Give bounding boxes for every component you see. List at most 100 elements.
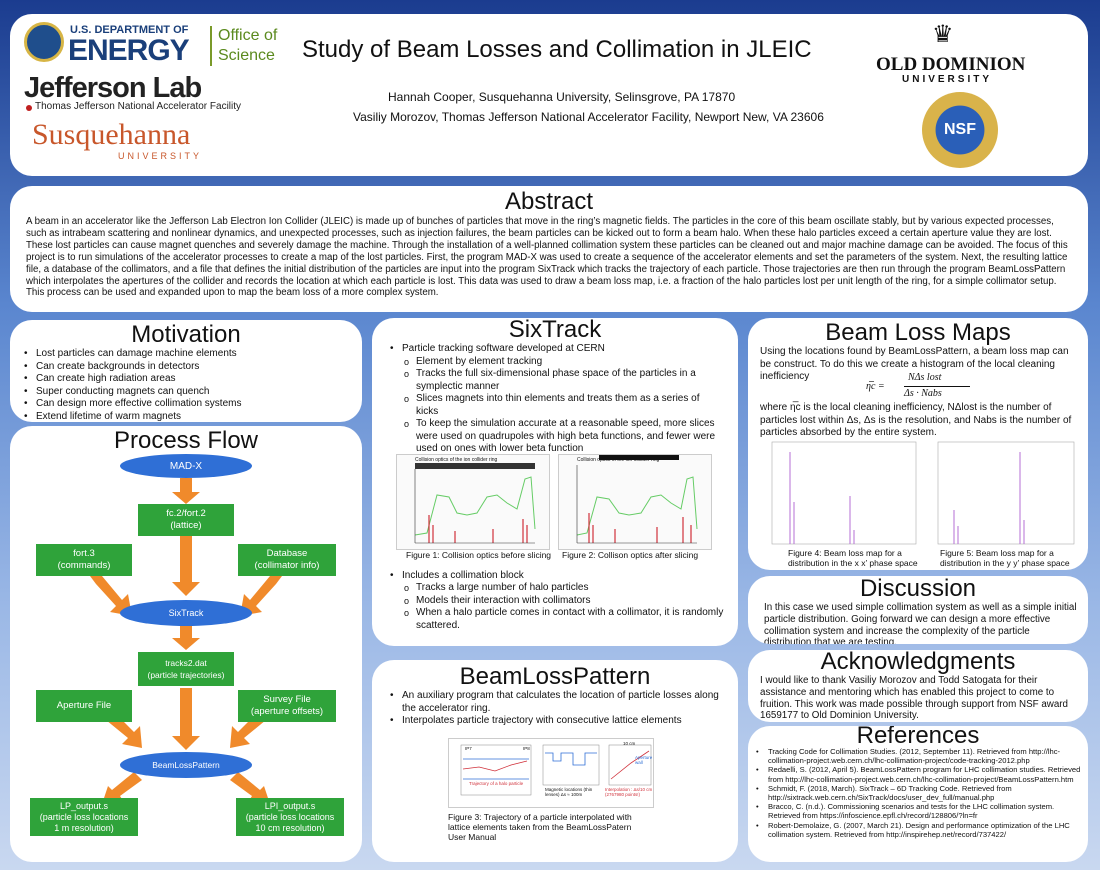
figure-4-loss-map-x xyxy=(762,440,920,546)
flow-node-aperture: Aperture File xyxy=(36,690,132,722)
flow-arrows xyxy=(90,478,282,804)
sixtrack-sublist-2: Tracks a large number of halo particles … xyxy=(402,582,724,632)
fig3-label-ip8: IP8 xyxy=(523,746,530,751)
flow-node-fc2: fc.2/fort.2 (lattice) xyxy=(138,504,234,536)
arrow xyxy=(102,772,142,804)
list-item: Includes a collimation block xyxy=(388,570,724,583)
figure-5-plot xyxy=(937,441,1075,545)
equation-bar xyxy=(904,386,970,387)
arrow xyxy=(230,772,270,804)
flow-node-lp-output: LP_output.s (particle loss locations 1 m… xyxy=(30,798,138,836)
arrow xyxy=(240,576,282,616)
beamlosspattern-panel: BeamLossPattern An auxiliary program tha… xyxy=(372,660,738,862)
list-item: Can create backgrounds in detectors xyxy=(22,361,350,374)
flow-node-survey: Survey File (aperture offsets) xyxy=(238,690,336,722)
acknowledgments-panel: Acknowledgments I would like to thank Va… xyxy=(748,650,1088,722)
flow-node-fort3: fort.3 (commands) xyxy=(36,544,132,576)
jlab-dot xyxy=(26,105,32,111)
references-panel: References Tracking Code for Collimation… xyxy=(748,726,1088,862)
fig3-label-ip7: IP7 xyxy=(465,746,472,751)
fig3-label-aperture: Aperture wall xyxy=(635,755,653,765)
list-item: Models their interaction with collimator… xyxy=(402,595,724,608)
figure-1-caption: Figure 1: Collision optics before slicin… xyxy=(406,550,552,560)
list-item: An auxiliary program that calculates the… xyxy=(388,690,724,715)
list-item: Robert-Demolaize, G. (2007, March 21). D… xyxy=(754,821,1082,839)
process-flow-panel: Process Flow MAD-X fc.2/fort.2 (lattice)… xyxy=(10,426,362,862)
author-line-1: Hannah Cooper, Susquehanna University, S… xyxy=(388,90,736,104)
discussion-panel: Discussion In this case we used simple c… xyxy=(748,576,1088,644)
doe-line1: U.S. DEPARTMENT OF xyxy=(70,24,189,36)
acknowledgments-title: Acknowledgments xyxy=(820,650,1016,675)
figure-3-trajectory: Trajectory of a halo particle Magnetic l… xyxy=(448,738,654,808)
equation-lhs: η̅c = xyxy=(866,381,885,392)
sixtrack-list-2: Includes a collimation block xyxy=(388,570,724,583)
list-item: Schmidt, F. (2018, March). SixTrack – 6D… xyxy=(754,784,1082,802)
list-item: Tracking Code for Collimation Studies. (… xyxy=(754,747,1082,765)
abstract-panel: Abstract A beam in an accelerator like t… xyxy=(10,186,1088,312)
arrow xyxy=(172,626,200,650)
acknowledgments-text: I would like to thank Vasiliy Morozov an… xyxy=(760,675,1069,722)
arrow xyxy=(106,716,142,748)
flow-node-beamlosspattern: BeamLossPattern xyxy=(120,752,252,778)
beam-loss-maps-panel: Beam Loss Maps Using the locations found… xyxy=(748,318,1088,570)
beam-loss-intro: Using the locations found by BeamLossPat… xyxy=(760,346,1069,382)
fig3-label-traj: Trajectory of a halo particle xyxy=(469,781,524,786)
author-line-2: Vasiliy Morozov, Thomas Jefferson Nation… xyxy=(353,110,824,124)
list-item: To keep the simulation accurate at a rea… xyxy=(402,418,724,456)
odu-line1: OLD DOMINION xyxy=(876,54,1026,75)
nsf-logo: NSF xyxy=(922,92,998,168)
beam-loss-desc: where η̅c is the local cleaning ineffici… xyxy=(760,402,1072,438)
motivation-title: Motivation xyxy=(131,321,241,348)
jlab-subtitle: Thomas Jefferson National Accelerator Fa… xyxy=(35,101,242,112)
list-item: Extend lifetime of warm magnets xyxy=(22,411,350,423)
figure-4-caption: Figure 4: Beam loss map for a distributi… xyxy=(788,548,918,568)
equation: η̅c = NΔs lost Δs · Nabs xyxy=(866,372,986,402)
sixtrack-sublist-1: Element by element tracking Tracks the f… xyxy=(372,356,738,456)
header-panel: U.S. DEPARTMENT OF ENERGY Office of Scie… xyxy=(10,14,1088,176)
figure-inner-title: Collision optics of the ion collider rin… xyxy=(415,457,498,463)
flow-node-sixtrack: SixTrack xyxy=(120,600,252,626)
flow-node-tracks: tracks2.dat (particle trajectories) xyxy=(138,652,234,686)
list-item: When a halo particle comes in contact wi… xyxy=(402,607,724,632)
figure-2-optics-after: Collision optics of the ion collider rin… xyxy=(558,454,712,550)
equation-numerator: NΔs lost xyxy=(908,372,942,383)
references-title: References xyxy=(856,726,980,749)
poster-title: Study of Beam Losses and Collimation in … xyxy=(302,36,812,63)
list-item: Bracco, C. (n.d.). Commissioning scenari… xyxy=(754,802,1082,820)
beamlosspattern-title: BeamLossPattern xyxy=(459,663,651,690)
figure-1-plot xyxy=(414,463,536,544)
abstract-title: Abstract xyxy=(504,188,594,215)
fig3-label-interp: Interpolation : Δs/10 cm (2767980 points… xyxy=(605,787,653,797)
equation-denominator: Δs · Nabs xyxy=(904,388,942,399)
jlab-logo-text: Jefferson Lab xyxy=(24,72,202,104)
arrow xyxy=(230,716,266,748)
beamlosspattern-list: An auxiliary program that calculates the… xyxy=(372,690,738,728)
discussion-title: Discussion xyxy=(859,576,977,602)
discussion-text: In this case we used simple collimation … xyxy=(764,602,1077,644)
list-item: Lost particles can damage machine elemen… xyxy=(22,348,350,361)
sixtrack-list-1: Particle tracking software developed at … xyxy=(372,343,738,356)
doe-logo xyxy=(24,22,64,62)
arrow xyxy=(172,478,200,504)
arrow xyxy=(172,688,200,750)
arrow xyxy=(172,536,200,596)
fig3-label-magnets: Magnetic locations (thin lenses) Δs ≈ 10… xyxy=(545,787,593,797)
list-item: Tracks the full six-dimensional phase sp… xyxy=(402,368,724,393)
list-item: Tracks a large number of halo particles xyxy=(402,582,724,595)
figure-1-optics-before: Collision optics of the ion collider rin… xyxy=(396,454,550,550)
list-item: Interpolates particle trajectory with co… xyxy=(388,715,724,728)
figure-2-caption: Figure 2: Collison optics after slicing xyxy=(562,550,699,560)
beam-loss-maps-title: Beam Loss Maps xyxy=(825,319,1011,346)
office-of-science: Office of Science xyxy=(218,27,278,64)
office-divider xyxy=(210,26,212,66)
list-item: Particle tracking software developed at … xyxy=(388,343,724,356)
figure-3-caption: Figure 3: Trajectory of a particle inter… xyxy=(448,812,632,842)
susquehanna-sub: UNIVERSITY xyxy=(118,151,203,161)
motivation-list: Lost particles can damage machine elemen… xyxy=(10,348,362,422)
abstract-text: A beam in an accelerator like the Jeffer… xyxy=(26,216,1068,299)
references-list: Tracking Code for Collimation Studies. (… xyxy=(748,747,1088,839)
odu-line2: UNIVERSITY xyxy=(902,74,993,85)
motivation-panel: Motivation Lost particles can damage mac… xyxy=(10,320,362,422)
fig3-label-10cm: 10 cm xyxy=(623,741,636,746)
list-item: Redaelli, S. (2012, April 5). BeamLossPa… xyxy=(754,765,1082,783)
